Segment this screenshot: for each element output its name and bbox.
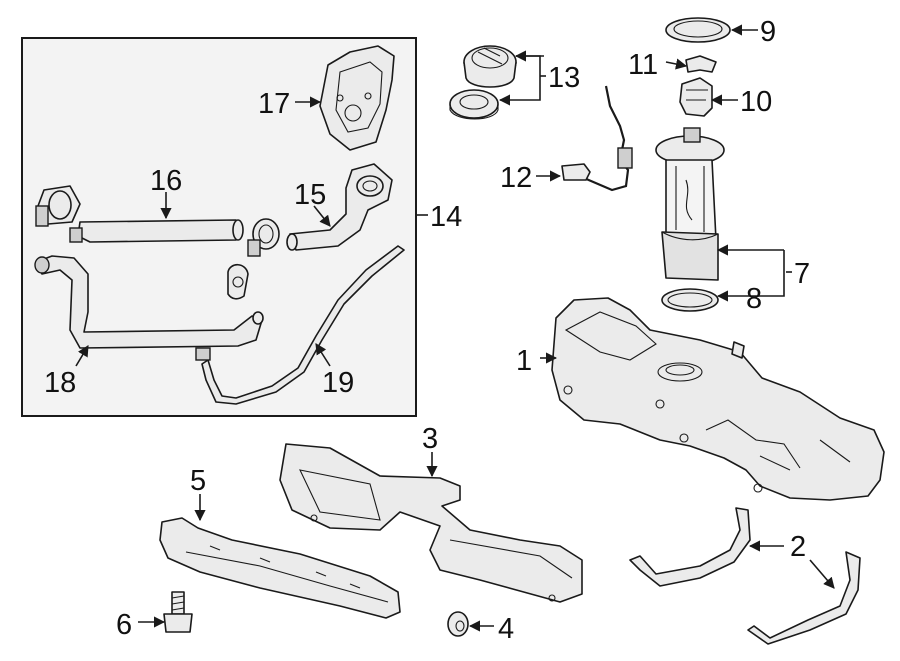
part-hose-clamp — [227, 218, 280, 300]
callout-19: 19 — [322, 367, 354, 399]
callout-7: 7 — [794, 258, 810, 290]
part-17-heat-shield — [319, 45, 395, 151]
part-7-fuel-pump-module — [655, 127, 725, 281]
part-16-filler-hose — [35, 185, 244, 243]
part-18-vent-hose — [34, 255, 264, 349]
part-6-bolt — [163, 591, 193, 633]
part-8-seal — [661, 288, 719, 312]
callout-12: 12 — [500, 162, 532, 194]
callout-18: 18 — [44, 367, 76, 399]
part-2-tank-strap-front — [629, 507, 751, 587]
callout-9: 9 — [760, 16, 776, 48]
part-1-fuel-tank — [551, 297, 885, 501]
part-9-lock-ring — [665, 17, 731, 43]
part-3-fuel-tank-shield — [279, 443, 583, 603]
callout-13: 13 — [548, 62, 580, 94]
callout-2: 2 — [790, 531, 806, 563]
callout-4: 4 — [498, 613, 514, 645]
part-13-fuel-cap — [463, 45, 517, 88]
callout-11: 11 — [628, 49, 658, 81]
part-5-side-shield — [159, 517, 401, 619]
callout-15: 15 — [294, 179, 326, 211]
part-15-filler-neck — [286, 163, 393, 251]
part-10-regulator — [679, 77, 713, 117]
callout-10: 10 — [740, 86, 772, 118]
part-13-fuel-cap-seal — [449, 89, 499, 120]
callout-3: 3 — [422, 423, 438, 455]
leader-lines — [75, 24, 835, 632]
part-2-tank-strap-rear — [747, 551, 861, 645]
callout-6: 6 — [116, 609, 132, 641]
callout-14: 14 — [430, 201, 462, 233]
part-11-retainer — [685, 55, 717, 73]
part-12-sensor — [561, 85, 633, 192]
part-4-nut — [447, 611, 469, 637]
callout-17: 17 — [258, 88, 290, 120]
callout-8: 8 — [746, 283, 762, 315]
callout-16: 16 — [150, 165, 182, 197]
part-19-vent-tube — [195, 245, 405, 405]
callout-1: 1 — [516, 345, 532, 377]
callout-5: 5 — [190, 465, 206, 497]
